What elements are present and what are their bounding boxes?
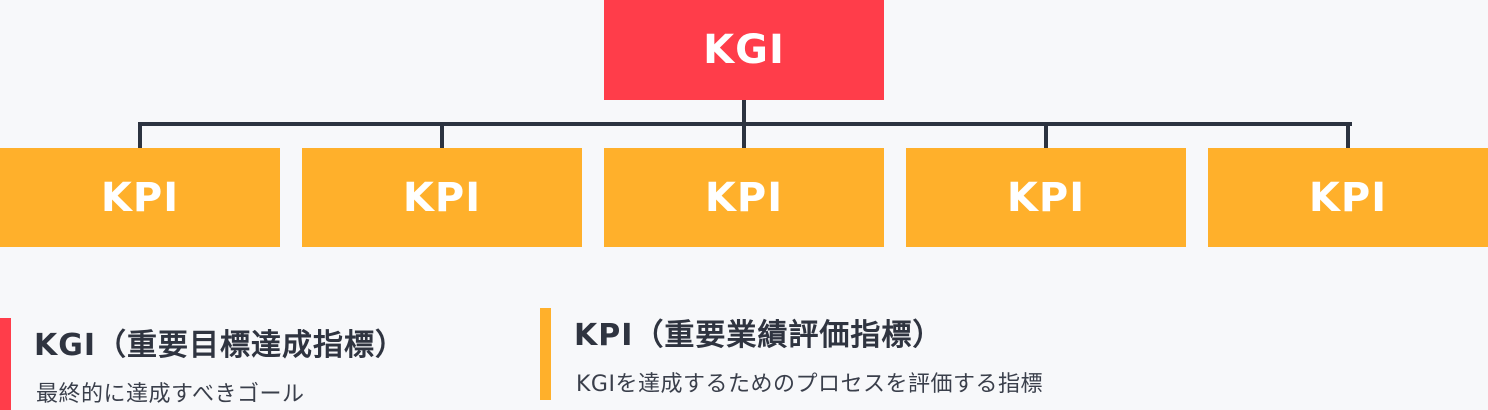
legend-kpi-description: KGIを達成するためのプロセスを評価する指標 (576, 372, 1043, 397)
connector-drop-4 (1044, 122, 1048, 148)
kpi-node-label: KPI (402, 174, 482, 221)
connector-drop-1 (138, 122, 142, 148)
connector-drop-3 (742, 122, 746, 148)
kgi-node-label: KGI (703, 27, 785, 73)
kpi-node-3: KPI (604, 148, 884, 247)
legend-kgi-marker (0, 318, 11, 410)
legend-kgi: KGI（重要目標達成指標） 最終的に達成すべきゴール (0, 300, 520, 410)
legend-kpi-marker (540, 308, 551, 400)
connector-drop-2 (440, 122, 444, 148)
kpi-node-label: KPI (1006, 174, 1086, 221)
legend-kpi-title: KPI（重要業績評価指標） (574, 318, 944, 353)
kpi-node-label: KPI (1308, 174, 1388, 221)
kpi-node-label: KPI (704, 174, 784, 221)
kpi-node-1: KPI (0, 148, 280, 247)
kpi-node-2: KPI (302, 148, 582, 247)
legend-kgi-title: KGI（重要目標達成指標） (34, 328, 407, 363)
connector-drop-5 (1346, 122, 1350, 148)
kpi-node-label: KPI (100, 174, 180, 221)
connector-root-stem (742, 100, 746, 125)
kgi-node: KGI (604, 0, 884, 100)
legend-kgi-description: 最終的に達成すべきゴール (36, 382, 305, 407)
legend-kpi: KPI（重要業績評価指標） KGIを達成するためのプロセスを評価する指標 (540, 300, 1240, 410)
kpi-node-5: KPI (1208, 148, 1488, 247)
kpi-node-4: KPI (906, 148, 1186, 247)
